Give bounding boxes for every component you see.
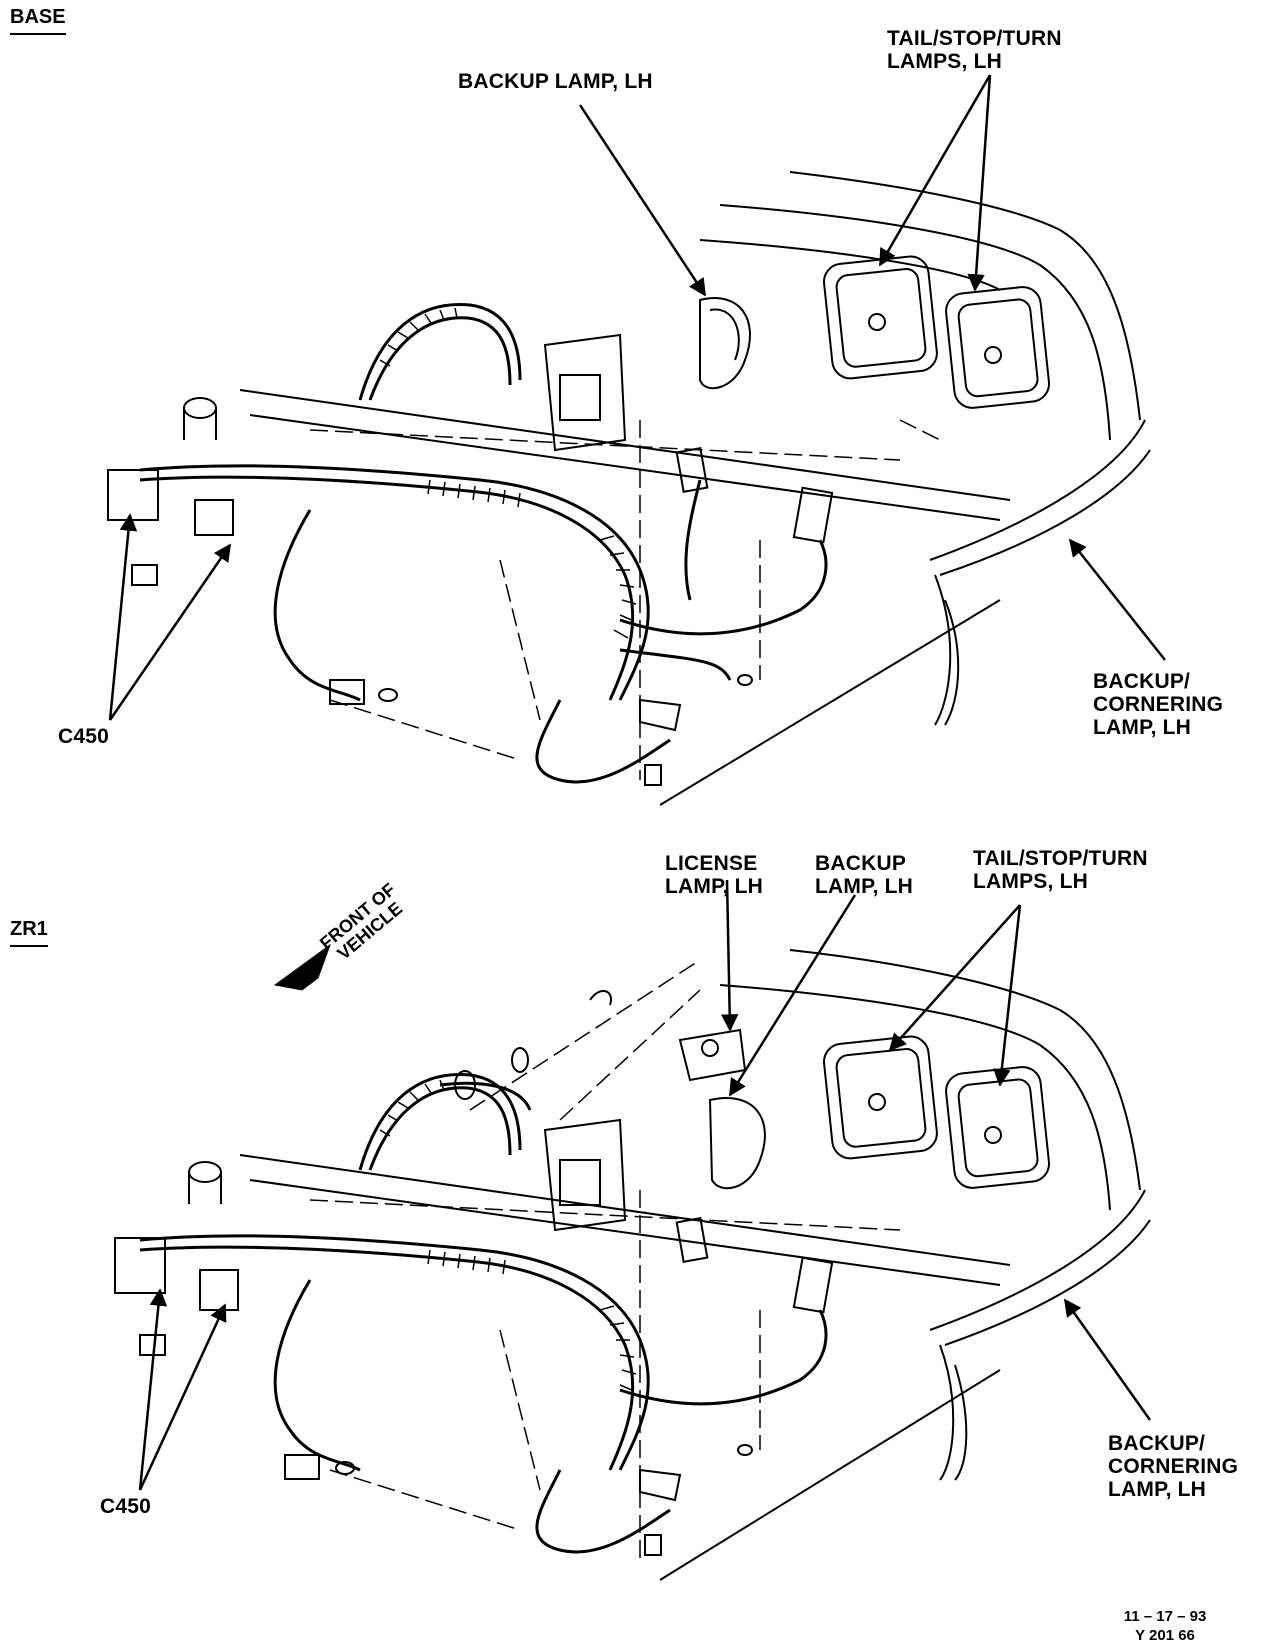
base-dashed-leaders	[309, 419, 941, 780]
zr1-body-panel	[239, 949, 1151, 1581]
zr1-diagram	[114, 879, 1152, 1581]
zr1-callout-arrows	[138, 879, 1152, 1491]
zr1-license-lamp-label: LICENSE LAMP, LH	[665, 852, 764, 898]
front-of-vehicle-arrow	[273, 943, 332, 991]
zr1-connectors	[114, 1047, 834, 1556]
base-body-panel	[239, 171, 1151, 806]
footer-date: 11 – 17 – 93	[1123, 1608, 1207, 1625]
base-harness	[139, 302, 828, 784]
zr1-tail-lamps	[823, 1035, 1051, 1189]
base-backup-lamp-housing	[543, 297, 751, 452]
base-tail-stop-turn-label: TAIL/STOP/TURN LAMPS, LH	[887, 27, 1062, 73]
base-section-title: BASE	[10, 6, 66, 35]
zr1-conduit-ribs	[379, 1079, 637, 1392]
base-c450-connector-label: C450	[58, 725, 110, 748]
zr1-section-title: ZR1	[10, 918, 48, 947]
base-callout-arrows	[108, 74, 1166, 721]
zr1-backup-cornering-label: BACKUP/ CORNERING LAMP, LH	[1108, 1432, 1239, 1501]
zr1-tail-stop-turn-label: TAIL/STOP/TURN LAMPS, LH	[973, 847, 1148, 893]
zr1-backup-lamp-label: BACKUP LAMP, LH	[815, 852, 914, 898]
zr1-harness	[139, 1072, 828, 1554]
base-backup-lamp-label: BACKUP LAMP, LH	[458, 70, 653, 93]
base-backup-cornering-label: BACKUP/ CORNERING LAMP, LH	[1093, 670, 1224, 739]
zr1-dashed-leaders	[309, 959, 901, 1560]
base-diagram	[107, 74, 1166, 806]
base-tail-lamps	[823, 255, 1051, 409]
footer-figure-id: Y 201 66	[1135, 1627, 1195, 1644]
zr1-c450-connector-label: C450	[100, 1495, 152, 1518]
base-connectors	[107, 397, 834, 786]
base-conduit-ribs	[379, 307, 637, 639]
zr1-license-and-backup-housing	[543, 990, 766, 1232]
